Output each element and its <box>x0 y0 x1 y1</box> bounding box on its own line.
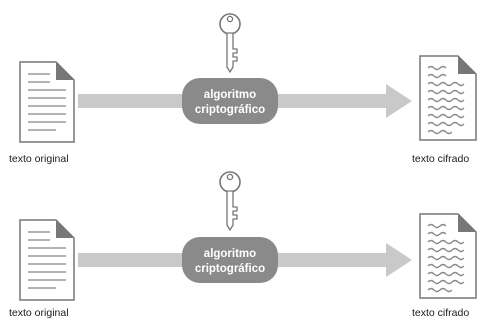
algorithm-box: algoritmo criptográfico <box>182 78 278 124</box>
algorithm-box: algoritmo criptográfico <box>182 237 278 283</box>
algorithm-label-line2: criptográfico <box>195 263 265 275</box>
key-icon <box>219 171 241 231</box>
input-label: texto original <box>9 153 69 165</box>
key-icon <box>219 13 241 73</box>
document-icon <box>19 219 75 301</box>
encryption-row-2: texto original algoritmo criptográfico <box>9 171 477 319</box>
algorithm-label-line1: algoritmo <box>204 89 256 101</box>
input-label: texto original <box>9 307 69 319</box>
encrypted-document-icon <box>419 213 477 299</box>
encrypted-document-icon <box>419 55 477 141</box>
document-icon <box>19 61 75 143</box>
output-label: texto cifrado <box>412 153 469 165</box>
encryption-row-1: texto original algoritmo criptográfico <box>9 13 477 165</box>
algorithm-label-line2: criptográfico <box>195 104 265 116</box>
output-label: texto cifrado <box>412 307 469 319</box>
algorithm-label-line1: algoritmo <box>204 248 256 260</box>
